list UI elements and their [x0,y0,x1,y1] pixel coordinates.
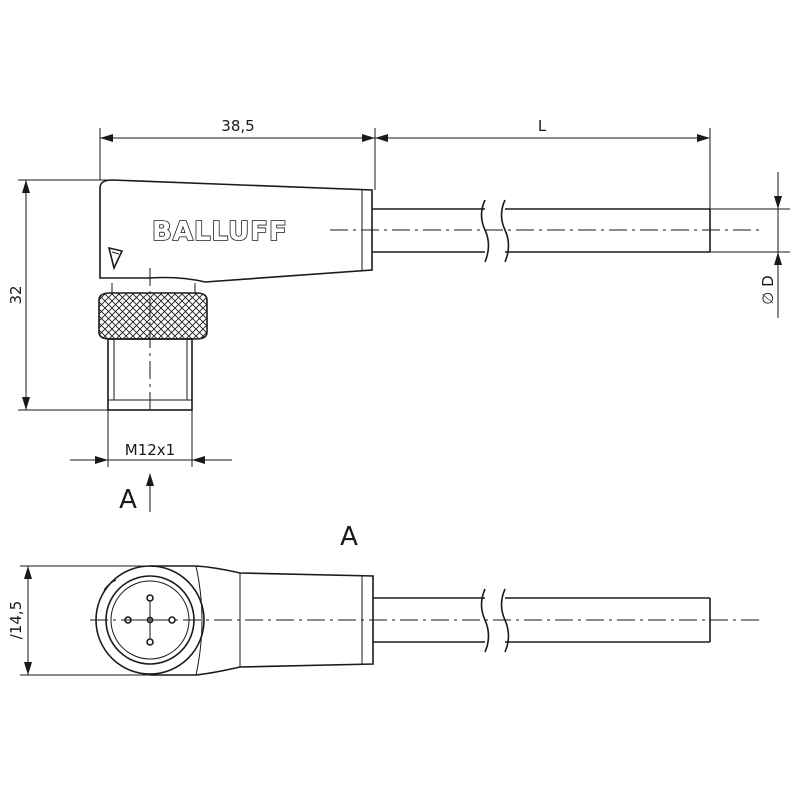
dim-thread: M12x1 [125,441,175,459]
dim-cable-length: L [538,117,547,135]
dim-cable-diameter: ∅ D [759,275,777,304]
cable [330,199,760,263]
view-arrow-label: A [119,485,137,515]
front-view-a: A [7,522,760,676]
dim-height: 32 [7,285,25,304]
dim-head-diameter: ∕14,5 [7,601,25,639]
knurled-nut [98,292,208,340]
side-view: BALLUFF 38,5 [7,117,790,515]
dim-body-length: 38,5 [221,117,254,135]
view-a-cable [90,588,760,653]
marking-icon [107,246,124,271]
view-title: A [340,522,358,552]
brand-logo: BALLUFF [152,217,288,247]
